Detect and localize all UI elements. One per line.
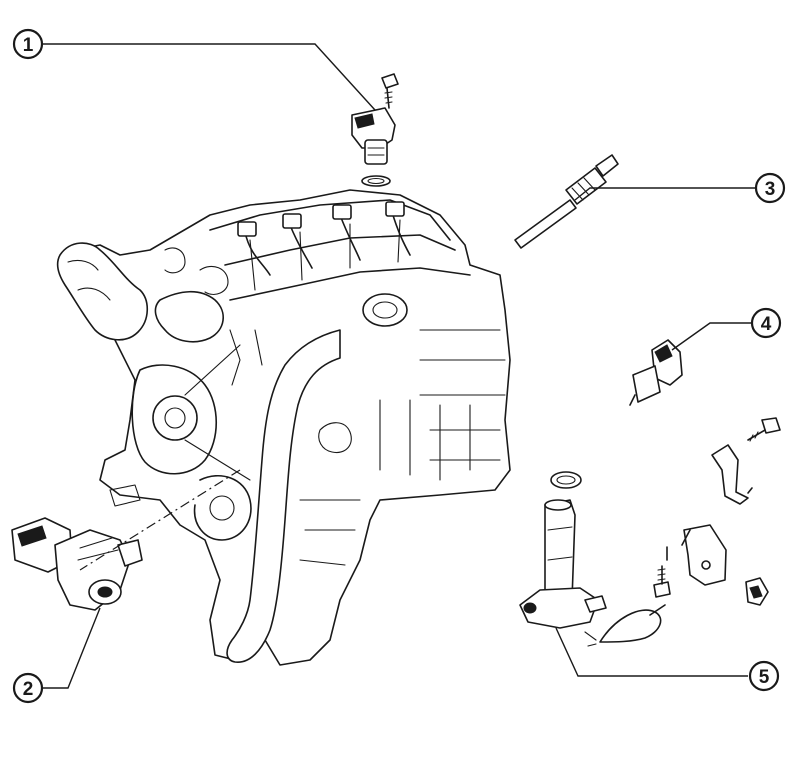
engine-assembly bbox=[56, 189, 511, 666]
component-2-sensor bbox=[11, 517, 143, 611]
bracket-assembly bbox=[711, 417, 781, 505]
bolt-icon bbox=[653, 565, 671, 598]
callout-2: 2 bbox=[12, 672, 44, 704]
component-3-glow-plug bbox=[514, 154, 619, 249]
component-4-sensor bbox=[629, 339, 683, 406]
callout-5-label: 5 bbox=[759, 667, 770, 688]
callout-5: 5 bbox=[748, 660, 780, 692]
injector-lines bbox=[237, 201, 411, 291]
component-5-sensor bbox=[519, 471, 607, 629]
callout-4-label: 4 bbox=[761, 314, 772, 335]
callout-1-label: 1 bbox=[23, 35, 34, 56]
callout-1: 1 bbox=[12, 28, 44, 60]
component-1-sensor bbox=[351, 73, 399, 187]
leader-lines bbox=[40, 43, 755, 689]
alignment-line bbox=[79, 469, 241, 571]
cable-tie bbox=[584, 604, 666, 647]
callout-3-label: 3 bbox=[765, 179, 776, 200]
bolt-icon bbox=[747, 417, 781, 442]
callout-4: 4 bbox=[750, 307, 782, 339]
callout-3: 3 bbox=[754, 172, 786, 204]
clip-bracket-assembly bbox=[653, 524, 769, 606]
callout-2-label: 2 bbox=[23, 679, 34, 700]
bolt-icon bbox=[381, 73, 399, 109]
